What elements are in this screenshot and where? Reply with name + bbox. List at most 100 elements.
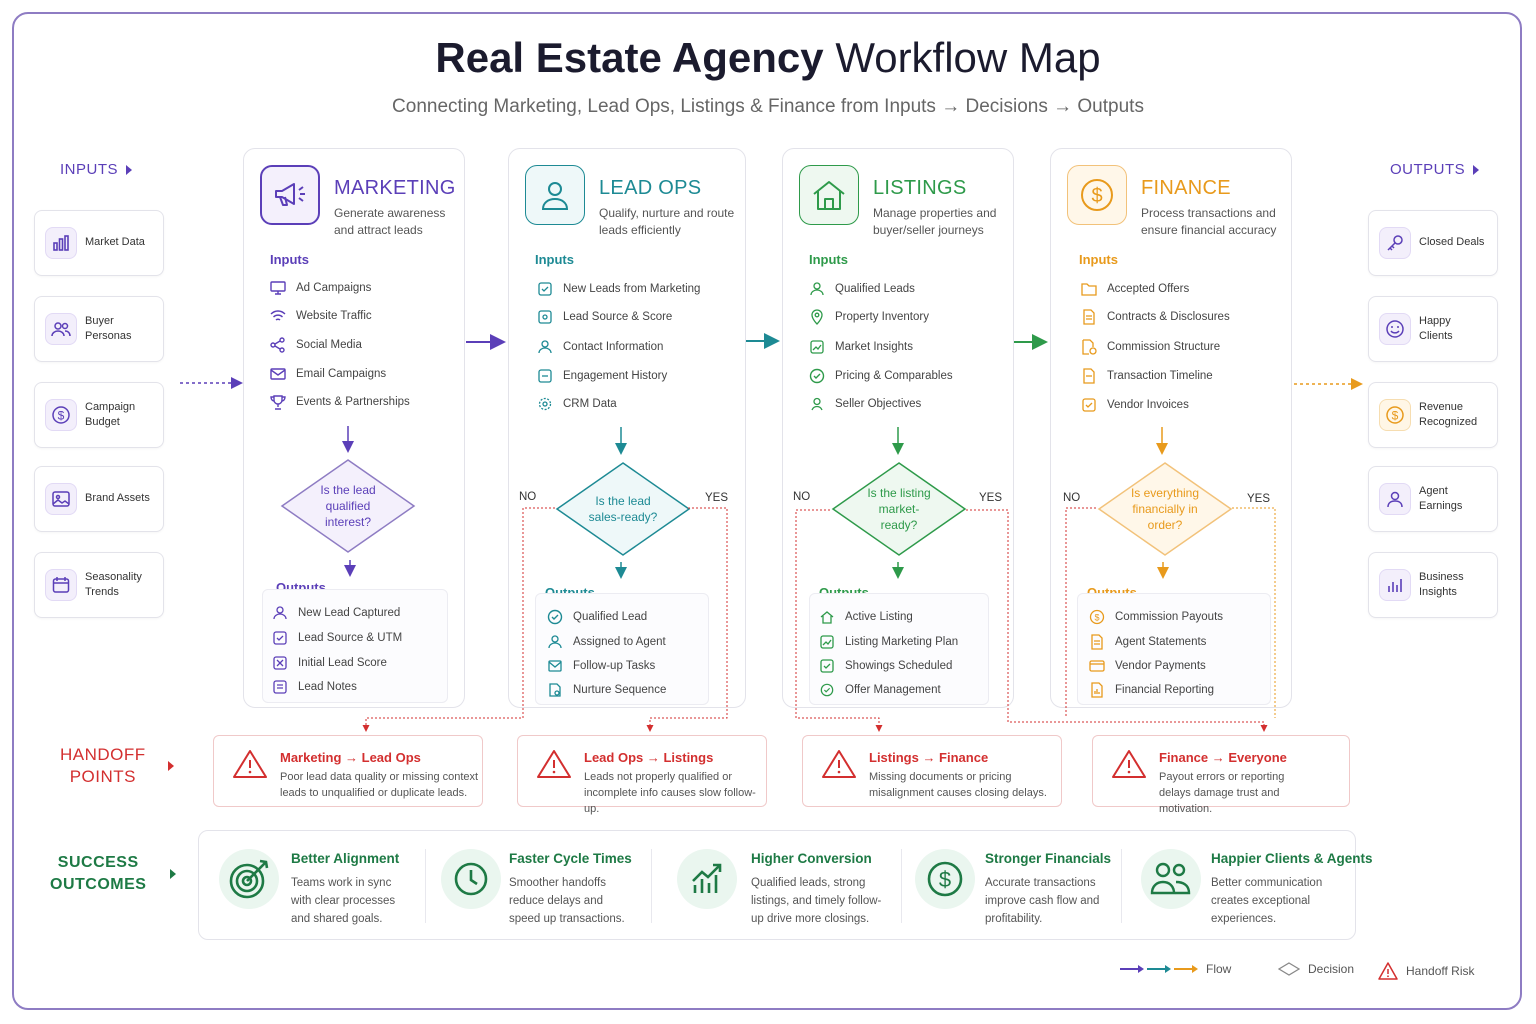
legend-decision: Decision xyxy=(1278,962,1354,976)
column-title: MARKETING xyxy=(334,177,456,199)
trophy-icon xyxy=(270,394,286,410)
score-icon xyxy=(272,655,288,671)
dollar-icon: $ xyxy=(1379,399,1411,431)
outputs-box xyxy=(1077,593,1271,705)
list-item: Events & Partnerships xyxy=(270,394,410,410)
list-item: New Leads from Marketing xyxy=(537,281,700,297)
success-title: Higher Conversion xyxy=(751,851,872,866)
output-card-agent-earnings[interactable]: Agent Earnings xyxy=(1368,466,1498,532)
mail-icon xyxy=(270,366,286,382)
success-outcomes-box: Better Alignment Teams work in sync with… xyxy=(198,830,1373,941)
trend-up-icon xyxy=(677,849,737,909)
success-title: Happier Clients & Agents xyxy=(1211,851,1373,866)
input-card-seasonality-trends[interactable]: Seasonality Trends xyxy=(34,552,164,618)
list-item: Accepted Offers xyxy=(1081,281,1189,297)
inputs-section-label: Inputs xyxy=(535,252,574,267)
list-item: Showings Scheduled xyxy=(819,658,952,674)
output-card-closed-deals[interactable]: Closed Deals xyxy=(1368,210,1498,276)
input-card-campaign-budget[interactable]: $ Campaign Budget xyxy=(34,382,164,448)
location-pin-icon xyxy=(809,309,825,325)
handoff-title: Marketing → Lead Ops xyxy=(280,750,421,765)
column-title: LISTINGS xyxy=(873,177,967,199)
handoff-card-listings-finance[interactable]: Listings → Finance Missing documents or … xyxy=(802,735,1062,807)
list-item: Vendor Invoices xyxy=(1081,397,1189,413)
column-title: LEAD OPS xyxy=(599,177,702,199)
warning-icon xyxy=(822,750,856,778)
column-marketing: MARKETING Generate awareness and attract… xyxy=(243,148,465,708)
handoff-card-leadops-listings[interactable]: Lead Ops → Listings Leads not properly q… xyxy=(517,735,767,815)
svg-text:$: $ xyxy=(1392,409,1399,423)
inputs-section-label: Inputs xyxy=(1079,252,1118,267)
list-item: Email Campaigns xyxy=(270,366,386,382)
decision-diamond: Is the lead qualified interest? xyxy=(278,456,418,556)
output-card-business-insights[interactable]: Business Insights xyxy=(1368,552,1498,618)
column-title: FINANCE xyxy=(1141,177,1231,199)
list-item: Offer Management xyxy=(819,682,941,698)
decision-diamond: Is the listing market-ready? xyxy=(829,459,969,559)
document-icon xyxy=(1081,309,1097,325)
input-card-brand-assets[interactable]: Brand Assets xyxy=(34,466,164,532)
yes-label: YES xyxy=(979,492,1003,504)
decision-diamond: Is everything financially in order? xyxy=(1095,459,1235,559)
success-desc: Accurate transactions improve cash flow … xyxy=(985,877,1100,925)
dollar-icon: $ xyxy=(1067,165,1127,225)
commission-icon xyxy=(1081,339,1097,355)
handoff-card-finance-everyone[interactable]: Finance → Everyone Payout errors or repo… xyxy=(1092,735,1350,815)
check-circle-icon xyxy=(547,609,563,625)
list-item: Vendor Payments xyxy=(1089,658,1206,674)
list-item: Lead Notes xyxy=(272,679,357,695)
svg-text:$: $ xyxy=(939,867,951,892)
mail-icon xyxy=(547,658,563,674)
list-item: Qualified Lead xyxy=(547,609,647,625)
list-item: Contact Information xyxy=(537,339,663,355)
database-icon xyxy=(537,396,553,412)
success-desc: Qualified leads, strong listings, and ti… xyxy=(751,877,882,925)
bar-chart-icon xyxy=(1379,569,1411,601)
output-card-happy-clients[interactable]: Happy Clients xyxy=(1368,296,1498,362)
checkbox-icon xyxy=(537,281,553,297)
checkbox-icon xyxy=(272,630,288,646)
page-subtitle: Connecting Marketing, Lead Ops, Listings… xyxy=(392,96,1144,117)
diamond-icon xyxy=(1278,962,1300,976)
handoff-desc: Poor lead data quality or missing contex… xyxy=(280,771,479,799)
legend-risk: Handoff Risk xyxy=(1378,962,1474,980)
person-icon xyxy=(272,605,288,621)
page-title: Real Estate Agency Workflow Map xyxy=(435,34,1101,81)
column-desc: Manage properties and buyer/seller journ… xyxy=(873,206,997,237)
output-card-revenue-recognized[interactable]: $ Revenue Recognized xyxy=(1368,382,1498,448)
credit-card-icon xyxy=(1089,658,1105,674)
megaphone-icon xyxy=(260,165,320,225)
divider xyxy=(901,849,902,923)
outputs-label: OUTPUTS xyxy=(1390,161,1480,178)
svg-text:$: $ xyxy=(1091,185,1102,207)
list-item: Commission Structure xyxy=(1081,339,1220,355)
success-desc: Better communication creates exceptional… xyxy=(1211,877,1323,925)
note-icon xyxy=(272,679,288,695)
list-item: Website Traffic xyxy=(270,308,372,324)
calendar-icon xyxy=(45,569,77,601)
input-card-buyer-personas[interactable]: Buyer Personas xyxy=(34,296,164,362)
column-lead-ops: LEAD OPS Qualify, nurture and route lead… xyxy=(508,148,746,708)
list-item: Initial Lead Score xyxy=(272,655,387,671)
users-icon xyxy=(45,313,77,345)
arrow-right-icon xyxy=(1473,164,1480,175)
handoff-title: Lead Ops → Listings xyxy=(584,750,714,765)
list-item: Transaction Timeline xyxy=(1081,368,1213,384)
list-item: Assigned to Agent xyxy=(547,634,666,650)
arrow-right-icon xyxy=(126,164,133,175)
person-icon xyxy=(547,634,563,650)
input-card-market-data[interactable]: Market Data xyxy=(34,210,164,276)
checkbox-icon xyxy=(1081,397,1097,413)
checkbox-icon xyxy=(819,658,835,674)
handoff-card-marketing-leadops[interactable]: Marketing → Lead Ops Poor lead data qual… xyxy=(213,735,483,807)
input-label: Market Data xyxy=(85,236,145,249)
image-icon xyxy=(45,483,77,515)
list-item: Lead Source & Score xyxy=(537,309,672,325)
handoff-title: Listings → Finance xyxy=(869,750,989,765)
success-item-alignment: Better Alignment Teams work in sync with… xyxy=(219,831,419,941)
plan-icon xyxy=(819,634,835,650)
check-circle-icon xyxy=(819,682,835,698)
list-item: Market Insights xyxy=(809,339,913,355)
house-icon xyxy=(799,165,859,225)
